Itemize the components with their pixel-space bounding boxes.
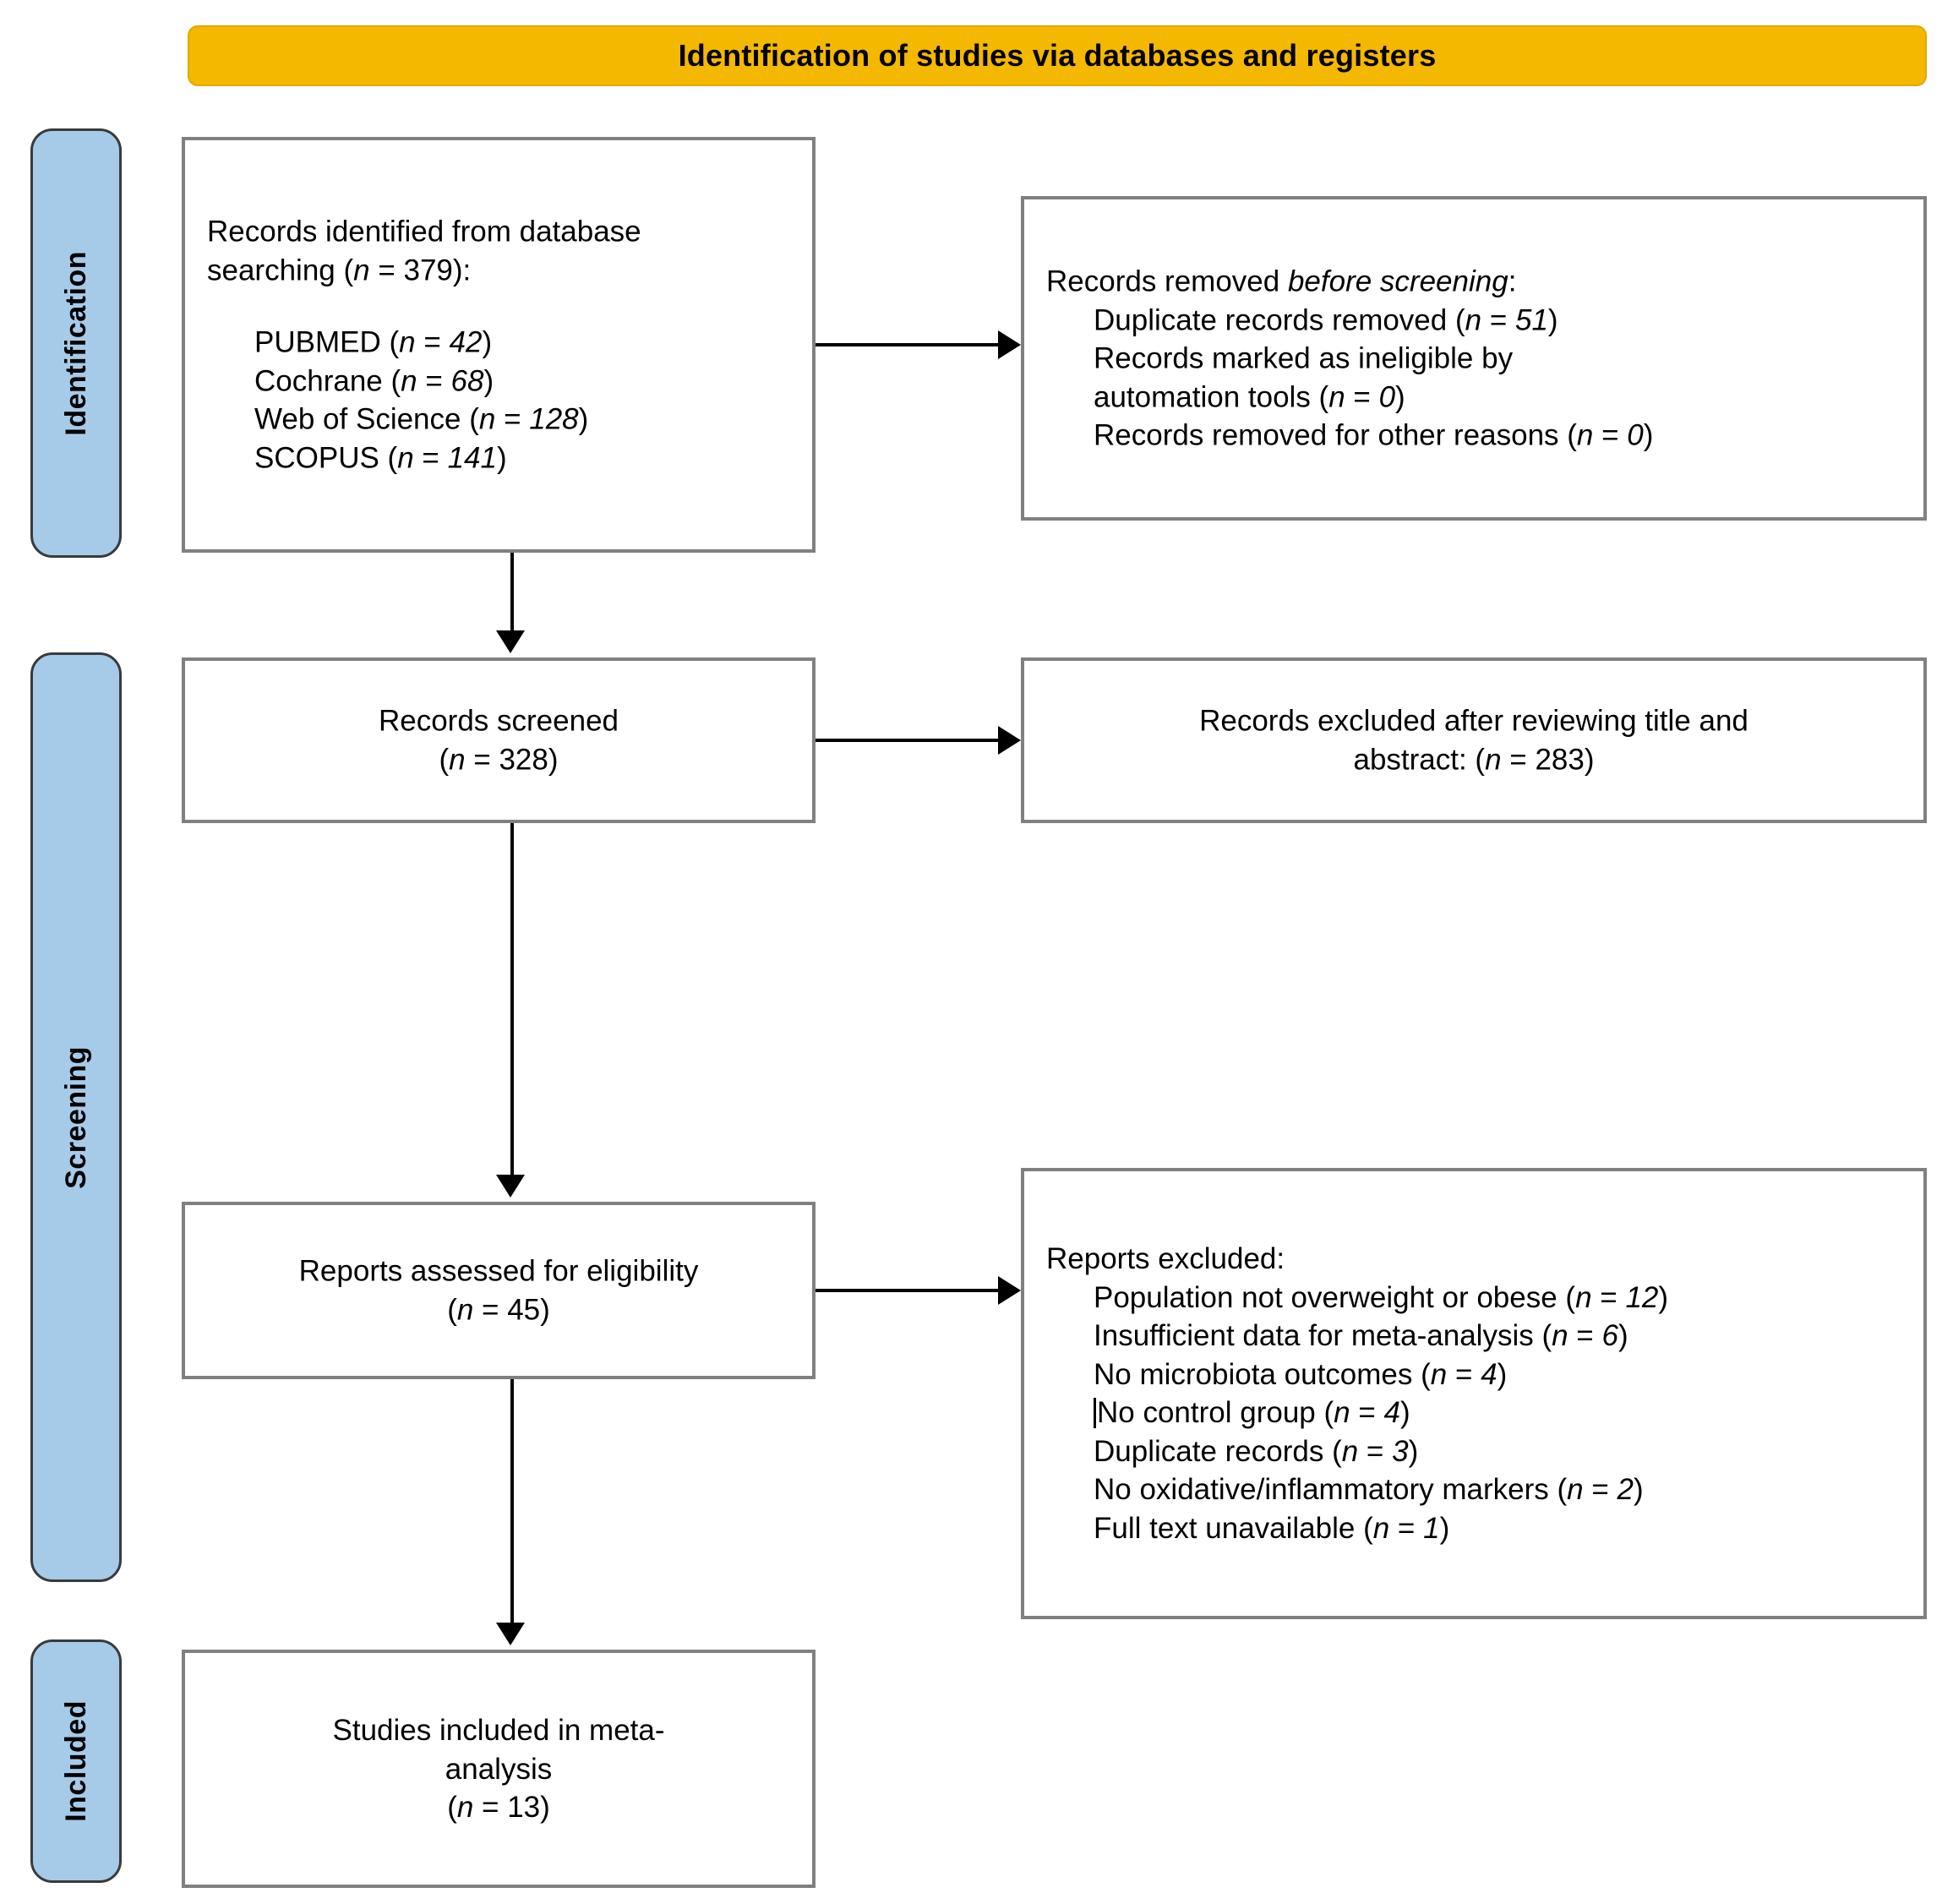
removed-item: automation tools (n = 0) <box>1094 379 1405 413</box>
excluded-item: Population not overweight or obese (n = … <box>1094 1280 1669 1314</box>
header-title: Identification of studies via databases … <box>678 38 1437 73</box>
excluded-item: Duplicate records (n = 3) <box>1094 1434 1419 1468</box>
arrowhead-down-icon <box>496 1623 525 1645</box>
text-caret <box>1094 1398 1096 1428</box>
stage-label-included: Included <box>59 1700 92 1822</box>
reports-excluded-title: Reports excluded: <box>1046 1242 1285 1275</box>
records-screened-line-2: (n = 328) <box>439 743 559 776</box>
connector-eligibility-to-included <box>510 1379 514 1623</box>
box-records-removed-content: Records removed before screening: Duplic… <box>1024 262 1923 455</box>
arrowhead-right-icon <box>998 1276 1021 1305</box>
source-item: Cochrane (n = 68) <box>254 364 494 397</box>
box-reports-excluded: Reports excluded: Population not overwei… <box>1021 1168 1927 1619</box>
stage-pill-identification: Identification <box>30 128 122 558</box>
included-line-1: Studies included in meta- <box>332 1713 665 1747</box>
connector-eligibility-to-reports-excluded <box>816 1289 998 1292</box>
records-removed-list: Duplicate records removed (n = 51) Recor… <box>1046 301 1901 455</box>
connector-screened-to-eligibility <box>510 823 514 1175</box>
arrowhead-right-icon <box>998 726 1021 755</box>
box-records-screened: Records screened (n = 328) <box>182 657 816 823</box>
excluded-item: Insufficient data for meta-analysis (n =… <box>1094 1319 1628 1352</box>
removed-item: Duplicate records removed (n = 51) <box>1094 303 1558 336</box>
box-reports-excluded-content: Reports excluded: Population not overwei… <box>1024 1240 1923 1547</box>
connector-screened-to-excluded <box>816 739 998 742</box>
box-records-identified-content: Records identified from database searchi… <box>185 213 812 477</box>
spacer <box>207 290 790 324</box>
box-records-identified: Records identified from database searchi… <box>182 137 816 553</box>
source-item: PUBMED (n = 42) <box>254 325 493 359</box>
excluded-item: No microbiota outcomes (n = 4) <box>1094 1357 1508 1391</box>
box-records-removed-before-screening: Records removed before screening: Duplic… <box>1021 196 1927 521</box>
stage-pill-included: Included <box>30 1639 122 1883</box>
arrowhead-right-icon <box>998 330 1021 359</box>
box-reports-assessed-content: Reports assessed for eligibility (n = 45… <box>185 1252 812 1329</box>
excluded-item: Full text unavailable (n = 1) <box>1094 1511 1450 1545</box>
removed-item: Records marked as ineligible by <box>1094 341 1514 375</box>
records-excluded-line-2: abstract: (n = 283) <box>1353 743 1595 776</box>
arrowhead-down-icon <box>496 630 525 653</box>
included-line-2: analysis <box>445 1752 553 1786</box>
diagram-header-banner: Identification of studies via databases … <box>188 25 1927 86</box>
records-identified-line-1: Records identified from database <box>207 215 641 248</box>
records-identified-line-2: searching (n = 379): <box>207 254 472 286</box>
box-records-excluded-screening-content: Records excluded after reviewing title a… <box>1024 702 1923 779</box>
eligibility-line-1: Reports assessed for eligibility <box>298 1254 699 1288</box>
reports-excluded-list: Population not overweight or obese (n = … <box>1046 1279 1901 1548</box>
excluded-item: No oxidative/inflammatory markers (n = 2… <box>1094 1473 1644 1506</box>
records-excluded-line-1: Records excluded after reviewing title a… <box>1199 704 1748 738</box>
source-item: Web of Science (n = 128) <box>254 402 589 436</box>
excluded-item: No control group (n = 4) <box>1094 1394 1901 1432</box>
stage-label-screening: Screening <box>59 1045 92 1189</box>
connector-identified-to-removed <box>816 343 998 346</box>
eligibility-line-2: (n = 45) <box>447 1293 550 1326</box>
removed-item: Records removed for other reasons (n = 0… <box>1094 418 1654 452</box>
stage-pill-screening: Screening <box>30 652 122 1582</box>
box-reports-assessed-eligibility: Reports assessed for eligibility (n = 45… <box>182 1202 816 1379</box>
source-item: SCOPUS (n = 141) <box>254 441 507 474</box>
arrowhead-down-icon <box>496 1175 525 1198</box>
box-records-screened-content: Records screened (n = 328) <box>185 702 812 779</box>
connector-identified-to-screened <box>510 553 514 630</box>
box-studies-included: Studies included in meta- analysis (n = … <box>182 1650 816 1888</box>
records-removed-title: Records removed before screening: <box>1046 265 1517 298</box>
records-screened-line-1: Records screened <box>378 704 619 738</box>
included-line-3: (n = 13) <box>447 1790 550 1824</box>
stage-label-identification: Identification <box>59 250 92 436</box>
source-list: PUBMED (n = 42) Cochrane (n = 68) Web of… <box>207 324 790 477</box>
box-records-excluded-screening: Records excluded after reviewing title a… <box>1021 657 1927 823</box>
box-studies-included-content: Studies included in meta- analysis (n = … <box>185 1711 812 1827</box>
